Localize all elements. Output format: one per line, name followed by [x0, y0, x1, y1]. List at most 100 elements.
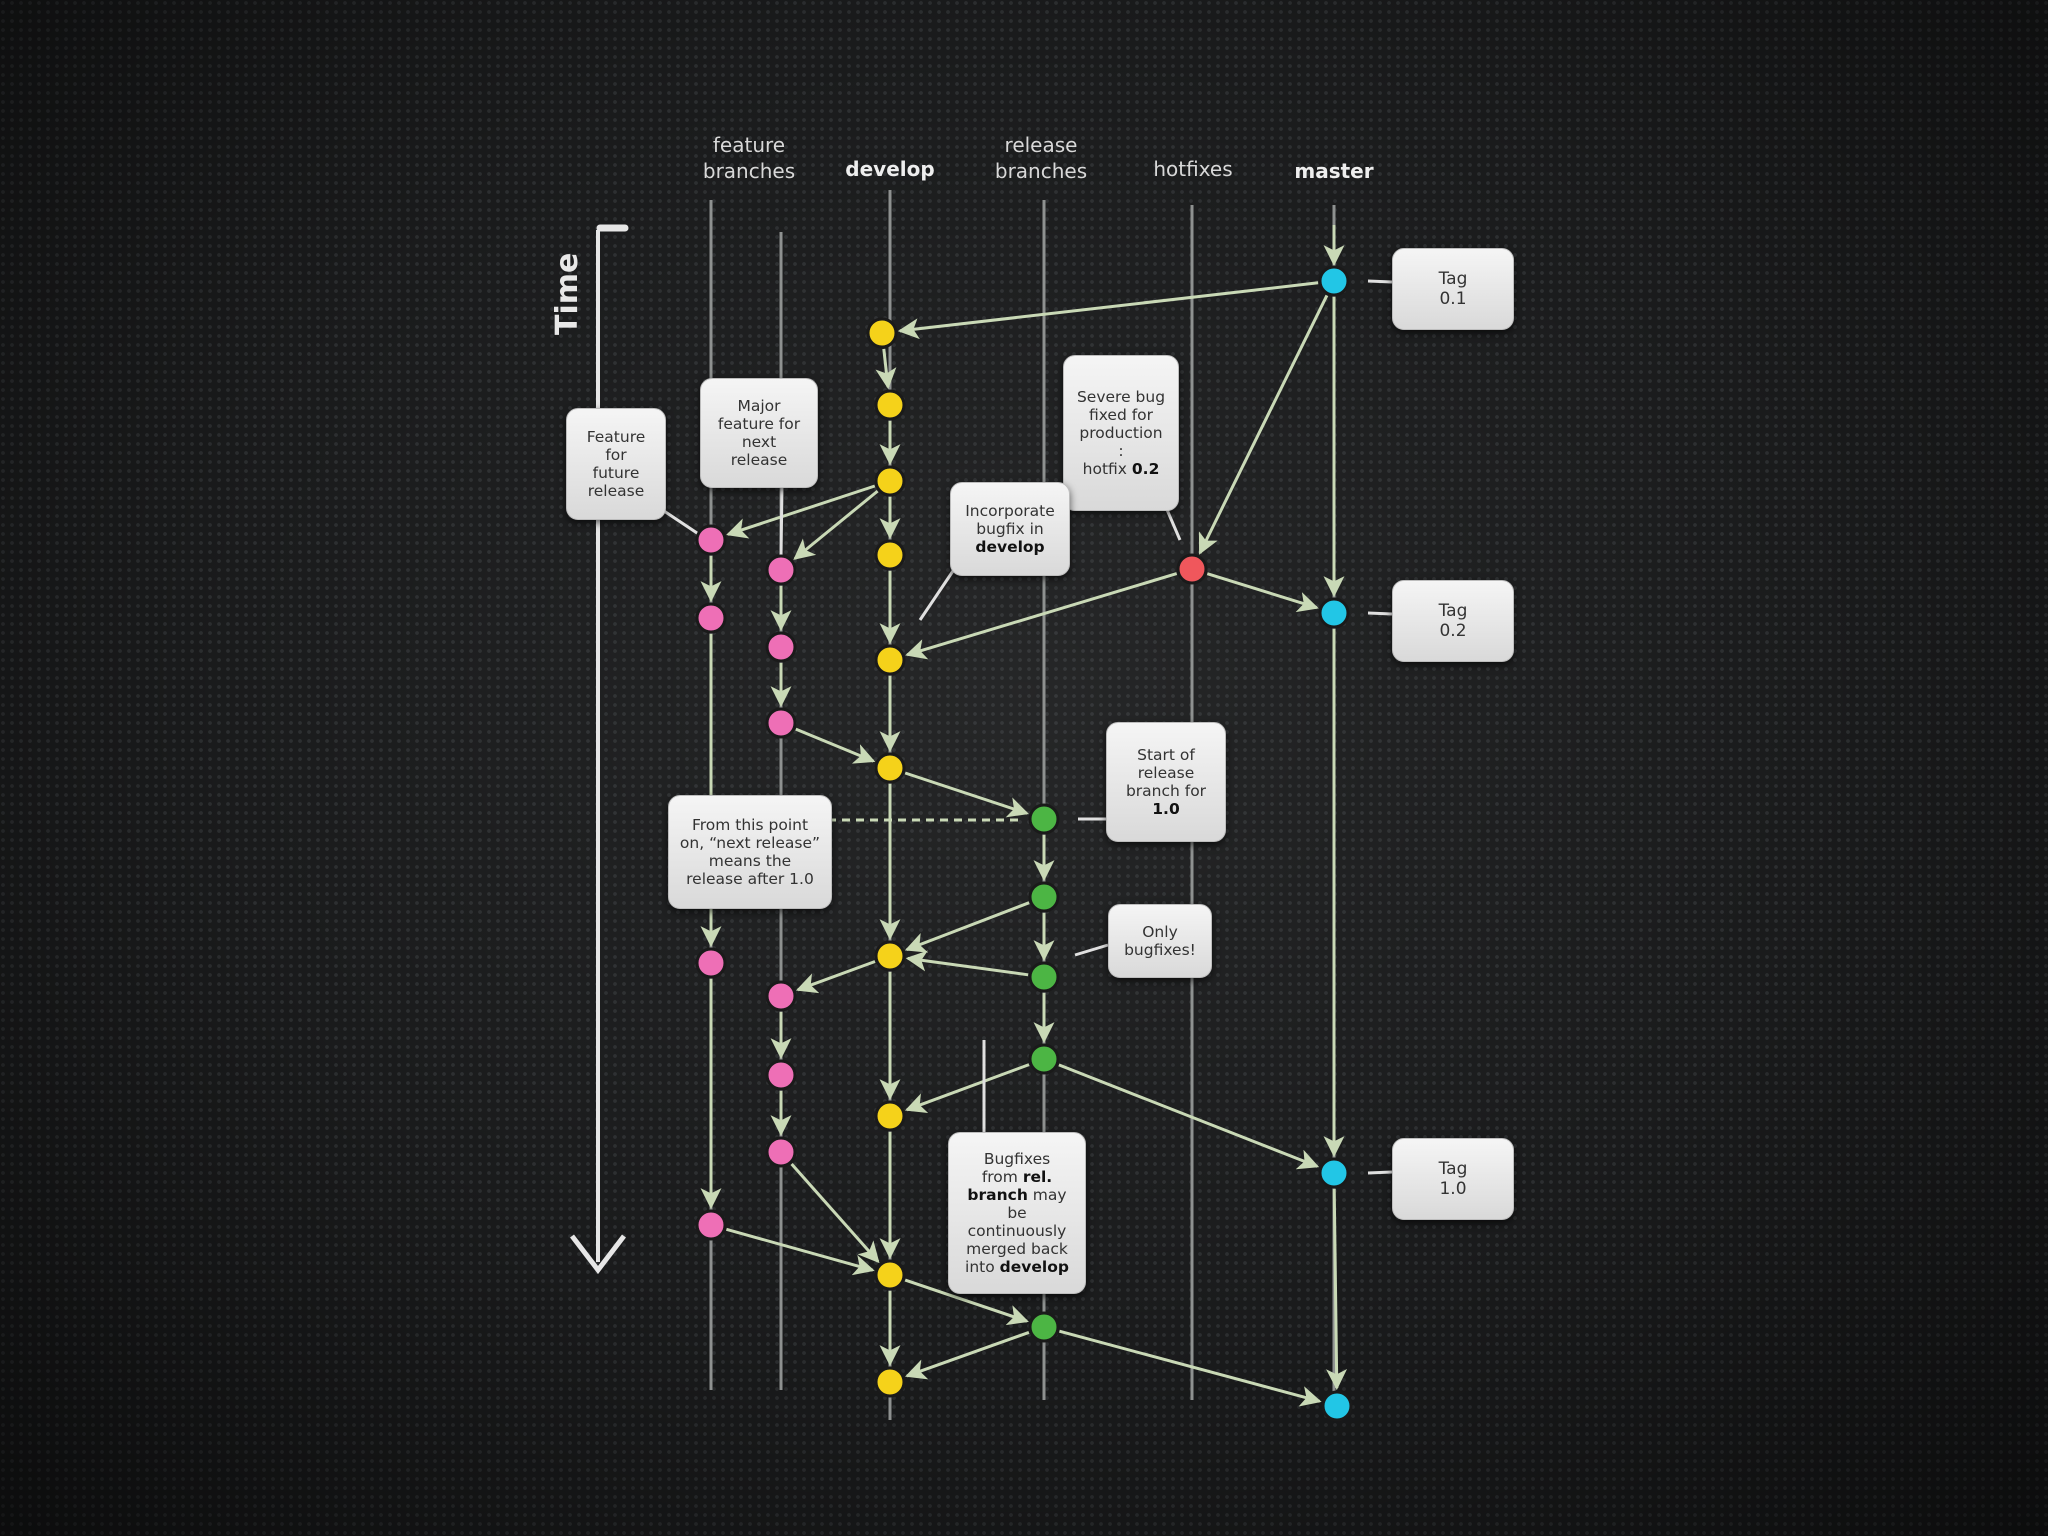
edge-h1-d5: [905, 572, 1178, 660]
callout-line: merged back: [966, 1240, 1068, 1258]
merge-arrows: [700, 225, 1348, 1407]
commit-feature-f2b: [765, 631, 797, 663]
column-header-develop: develop: [845, 157, 934, 181]
callout-line: :: [1118, 442, 1124, 460]
callout-line: Severe bug: [1076, 388, 1166, 406]
callout-line: be: [1007, 1204, 1027, 1222]
edge-m1-d1: [897, 281, 1319, 340]
edge-r3-d7: [905, 950, 1029, 977]
edge-m1-h1: [1198, 294, 1329, 555]
callout-line: fixed for: [1088, 406, 1154, 424]
edge-r5-m4: [1059, 1329, 1322, 1407]
callout-line: on, “next release”: [679, 834, 821, 852]
edge-r4-m3: [1058, 1063, 1320, 1170]
pointer-major-feature: [779, 485, 784, 557]
commit-develop-d1: [866, 317, 898, 349]
callout-line: Incorporate: [965, 502, 1055, 520]
commit-develop-d6: [874, 752, 906, 784]
pointer-tag02: [1367, 611, 1393, 616]
edge-f2c-d6: [795, 727, 876, 764]
callout-line: means the: [708, 852, 792, 870]
commit-feature-f2d: [765, 980, 797, 1012]
edge-r2-d7: [904, 901, 1030, 953]
callout-line: future: [592, 464, 640, 482]
commit-develop-d3: [874, 465, 906, 497]
column-header-hotfixes: hotfixes: [1153, 157, 1232, 181]
commit-feature-f1d: [695, 1209, 727, 1241]
commit-develop-d7: [874, 940, 906, 972]
callout-line: next: [741, 433, 777, 451]
callout-line: Tag: [1438, 601, 1468, 621]
callout-line: 1.0: [1126, 800, 1206, 818]
commit-feature-f1b: [695, 602, 727, 634]
commit-hotfix-h1: [1176, 553, 1208, 585]
callout-line: bugfix in: [976, 520, 1044, 538]
commit-develop-d8: [874, 1100, 906, 1132]
callout-line: Only: [1142, 923, 1178, 941]
edge-d3-f2a: [793, 489, 879, 560]
pointer-tag10: [1367, 1170, 1393, 1175]
commit-develop-d9: [874, 1259, 906, 1291]
commit-master-m4: [1321, 1390, 1353, 1422]
callout-line: release: [587, 482, 645, 500]
callout-line: Major: [737, 397, 781, 415]
commit-feature-f1c: [695, 947, 727, 979]
callout-bold: develop: [999, 1258, 1069, 1276]
commit-master-m3: [1318, 1157, 1350, 1189]
callout-bold: develop: [975, 538, 1045, 556]
callout-line: branch for: [1125, 782, 1207, 800]
callout-line: develop: [965, 538, 1055, 556]
callout-line: from rel.: [981, 1168, 1053, 1186]
time-label: Time: [550, 253, 585, 335]
commit-feature-f2c: [765, 707, 797, 739]
callout-line: feature for: [717, 415, 801, 433]
commit-nodes: [695, 265, 1353, 1422]
callout-line: bugfixes!: [1124, 941, 1196, 959]
edge-d6-r1: [904, 771, 1029, 818]
edge-d7-f2d: [795, 960, 876, 994]
commit-release-r2: [1028, 881, 1060, 913]
callout-line: 0.2: [1439, 621, 1467, 641]
edge-d9-r5: [904, 1278, 1029, 1326]
callout-line: continuously: [967, 1222, 1067, 1240]
commit-feature-f2e: [765, 1059, 797, 1091]
callout-bold: branch: [967, 1186, 1028, 1204]
commit-feature-f2a: [765, 554, 797, 586]
time-axis-arrowhead: [570, 1234, 626, 1275]
callout-line: 1.0: [1439, 1179, 1467, 1199]
commit-feature-f2f: [765, 1136, 797, 1168]
column-header-master: master: [1294, 159, 1373, 183]
edge-d3-f1a: [726, 484, 876, 539]
edge-d1-d2: [875, 348, 897, 390]
commit-release-r3: [1028, 961, 1060, 993]
callout-line: Bugfixes: [983, 1150, 1051, 1168]
pointer-incorporate: [918, 567, 957, 621]
commit-feature-f1a: [695, 524, 727, 556]
edge-r4-d8: [904, 1063, 1030, 1114]
pointer-only-bugfixes: [1074, 943, 1109, 957]
commit-release-r5: [1028, 1311, 1060, 1343]
commit-develop-d4: [874, 539, 906, 571]
callout-line: branch may: [967, 1186, 1067, 1204]
commit-release-r1: [1028, 803, 1060, 835]
callout-line: Start of: [1137, 746, 1195, 764]
callout-line: production: [1079, 424, 1163, 442]
